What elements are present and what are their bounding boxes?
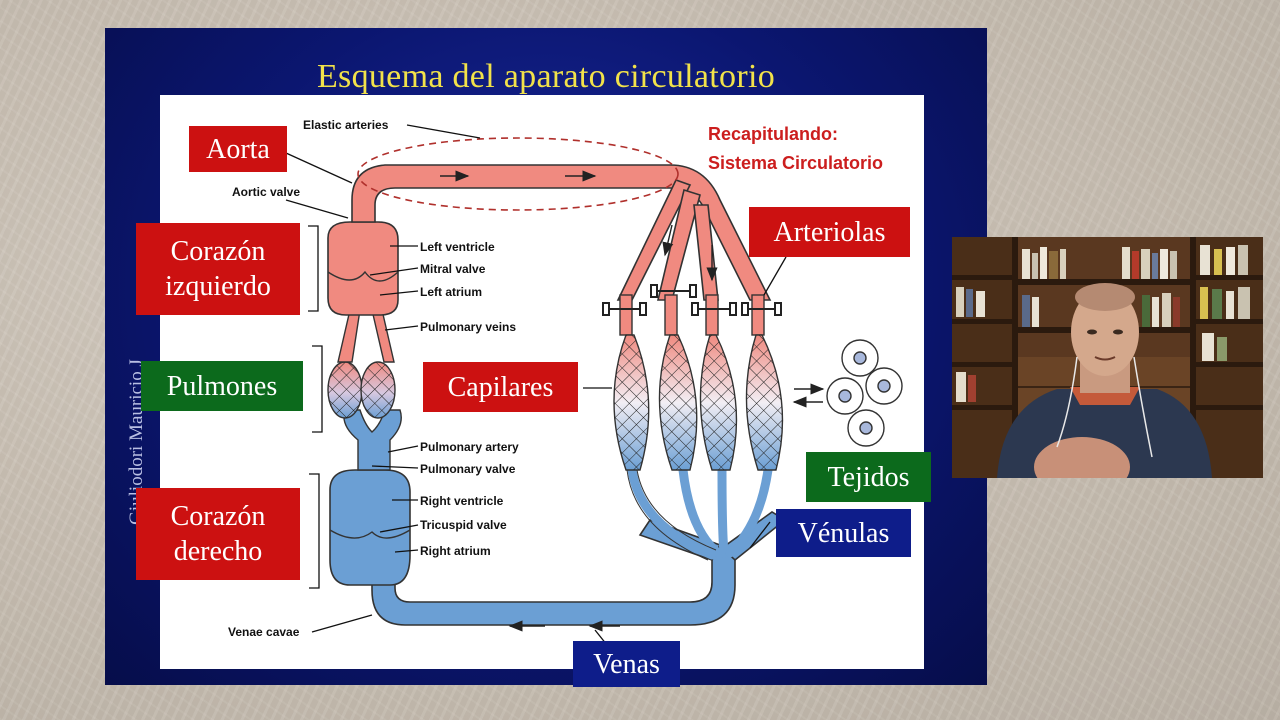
label-capilares: Capilares [423, 362, 578, 412]
venule-outlines [626, 469, 717, 561]
presenter-webcam [952, 237, 1263, 478]
annotation-pulmonary-valve: Pulmonary valve [420, 462, 516, 476]
annotation-venae-cavae: Venae cavae [228, 625, 300, 639]
aorta-flow-arrows [440, 170, 718, 282]
right-heart [329, 469, 411, 586]
annotation-right-ventricle: Right ventricle [420, 494, 504, 508]
annotation-left-atrium: Left atrium [420, 285, 482, 299]
venules [627, 465, 773, 560]
label-arteriolas: Arteriolas [749, 207, 910, 257]
recap-caption: Recapitulando: Sistema Circulatorio [708, 120, 883, 178]
slide-title: Esquema del aparato circulatorio [316, 58, 775, 95]
left-heart [327, 221, 399, 316]
label-corazon-derecho-line2: derecho [173, 536, 263, 567]
label-corazon-derecho-line1: Corazón [170, 501, 266, 532]
elastic-arteries-outline [357, 137, 679, 211]
label-corazon-izquierdo-line1: Corazón [170, 236, 266, 267]
recap-line-1: Recapitulando: [708, 124, 839, 144]
annotation-elastic-arteries: Elastic arteries [303, 118, 389, 132]
recap-line-2: Sistema Circulatorio [708, 153, 884, 173]
annotation-tricuspid-valve: Tricuspid valve [420, 518, 507, 532]
annotation-right-atrium: Right atrium [420, 544, 491, 558]
label-pulmones: Pulmones [141, 361, 303, 411]
label-corazon-derecho: Corazón derecho [136, 488, 300, 580]
tricuspid-valve-line [329, 529, 411, 539]
annotation-mitral-valve: Mitral valve [420, 262, 486, 276]
label-corazon-izquierdo-line2: izquierdo [165, 271, 271, 302]
lung-capillaries [327, 361, 396, 419]
systemic-capillaries [613, 334, 784, 471]
presenter-head [1071, 288, 1139, 376]
circulatory-diagram: Elastic arteries Aortic valve Left ventr… [228, 118, 903, 646]
annotation-left-ventricle: Left ventricle [420, 240, 495, 254]
annotation-pulmonary-veins: Pulmonary veins [420, 320, 516, 334]
books [956, 245, 1250, 402]
label-aorta: Aorta [189, 126, 287, 172]
annotation-pulmonary-artery: Pulmonary artery [420, 440, 519, 454]
leader-lines [285, 124, 787, 646]
arterial-system [351, 164, 772, 301]
webcam-image [952, 237, 1263, 478]
label-corazon-izquierdo: Corazón izquierdo [136, 223, 300, 315]
mitral-valve-line [327, 270, 399, 282]
label-venulas: Vénulas [776, 509, 911, 557]
pulmonary-trunk [343, 409, 402, 471]
pulmonary-veins [337, 309, 395, 363]
label-tejidos: Tejidos [806, 452, 931, 502]
presenter-hand [1034, 437, 1130, 478]
precapillary-sphincters [602, 284, 782, 316]
tissue-cells [826, 339, 903, 447]
label-venas: Venas [573, 641, 680, 687]
exchange-arrows [792, 383, 825, 408]
annotation-aortic-valve: Aortic valve [232, 185, 300, 199]
